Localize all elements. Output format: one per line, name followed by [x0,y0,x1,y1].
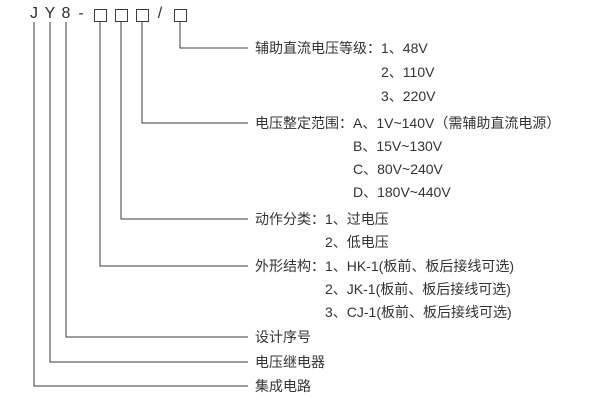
branch-voltage-relay-label: 电压继电器 [255,354,325,370]
branch-aux-voltage-option: 2、110V [381,64,435,80]
branch-setting-range-option: D、180V~440V [353,184,451,200]
model-dash: - [78,5,84,22]
placeholder-box-aux-voltage [174,9,187,22]
branch-action-class-option: 2、低电压 [325,234,389,250]
branch-setting-range-option: B、15V~130V [353,138,443,154]
branch-structure-option: 3、CJ-1(板前、板后接线可选) [325,304,512,320]
model-char-8: 8 [61,5,71,22]
branch-setting-range-option: C、80V~240V [353,161,443,177]
branch-action-class-label: 动作分类：1、过电压 [255,211,389,227]
model-char-y: Y [44,5,56,22]
branch-structure-label: 外形结构：1、HK-1(板前、板后接线可选) [255,258,515,274]
branch-aux-voltage-label: 辅助直流电压等级：1、48V [255,40,428,56]
placeholder-box-structure [94,9,107,22]
branch-aux-voltage-option: 3、220V [381,88,436,104]
branch-setting-range-label: 电压整定范围：A、1V~140V（需辅助直流电源） [255,115,561,131]
placeholder-box-setting-range [136,9,149,22]
branch-design-serial-label: 设计序号 [255,329,311,345]
model-slash: / [157,5,163,22]
branch-structure-option: 2、JK-1(板前、板后接线可选) [325,281,511,297]
model-char-j: J [30,5,38,22]
placeholder-box-action-class [115,9,128,22]
branch-integrated-circuit-label: 集成电路 [255,378,311,394]
